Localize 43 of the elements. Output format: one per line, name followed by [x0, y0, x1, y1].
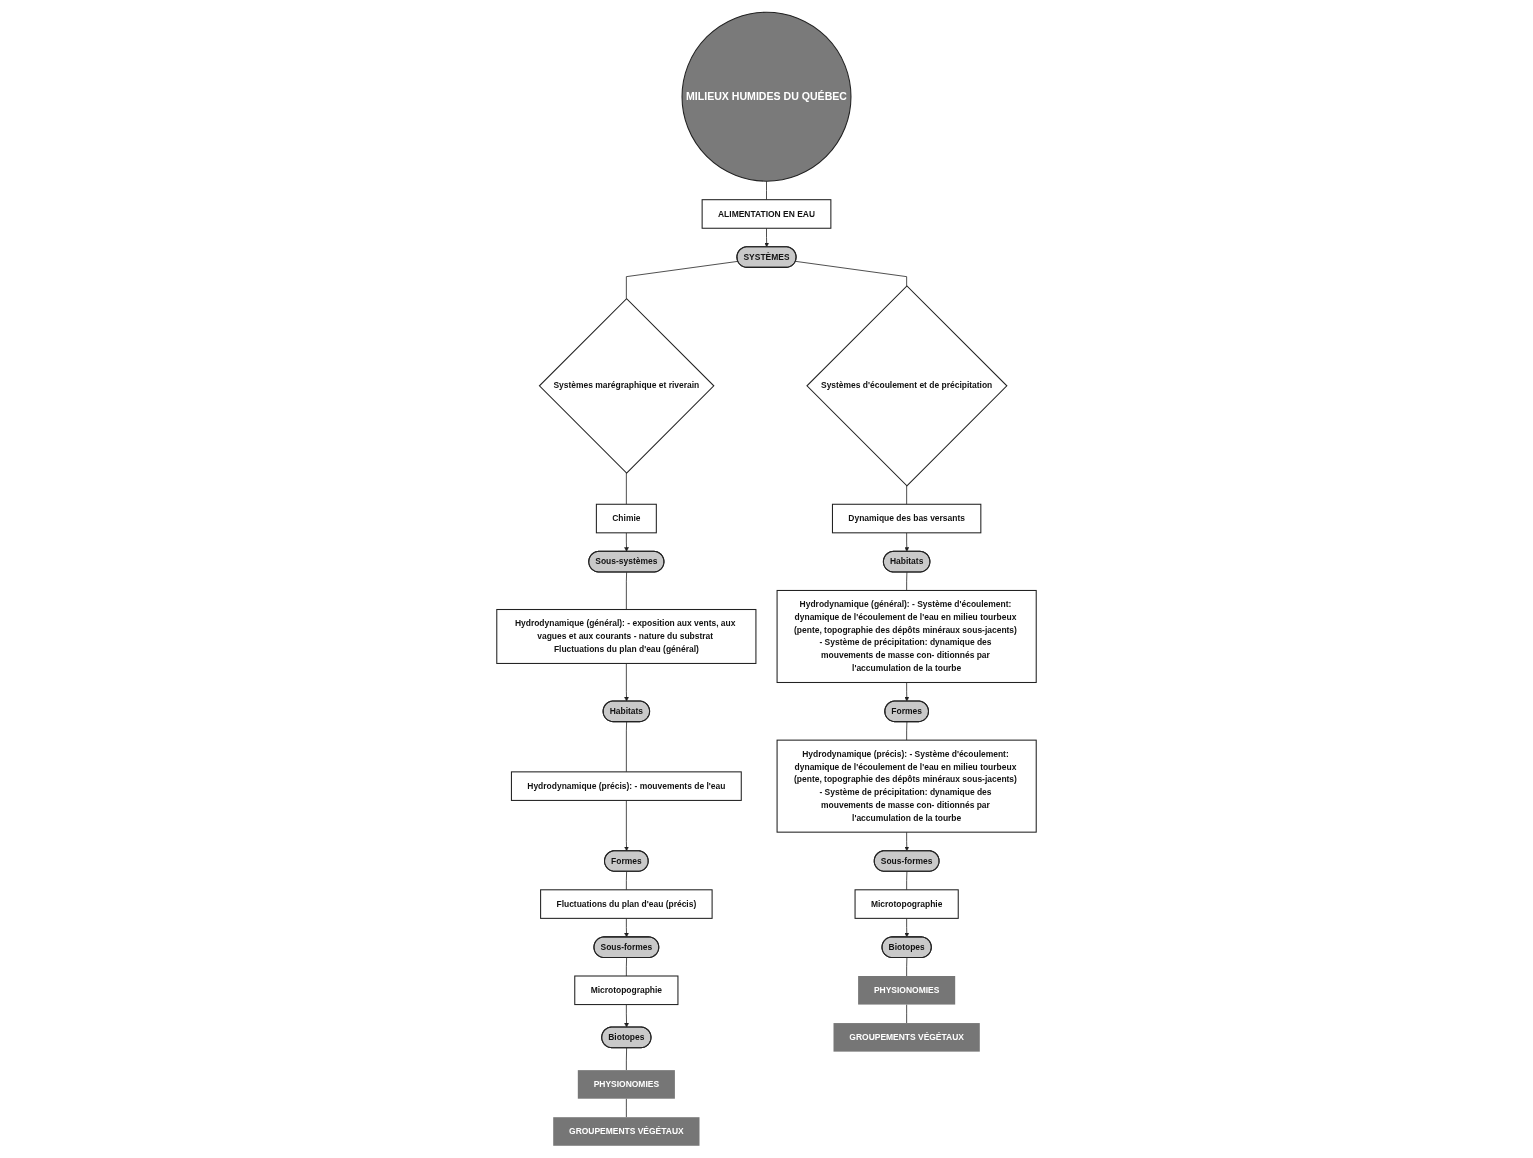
- criterion-box: Microtopographie: [574, 975, 679, 1006]
- connector-line: [625, 721, 627, 773]
- level-ellipse: Biotopes: [881, 936, 932, 959]
- level-ellipse: Formes: [884, 700, 929, 723]
- criterion-box: Hydrodynamique (précis): - mouvements de l'eau: [510, 771, 742, 801]
- text-label: GROUPEMENTS VÉGÉTAUX: [833, 1023, 980, 1052]
- connector-line: [906, 485, 908, 505]
- criterion-box: ALIMENTATION EN EAU: [701, 199, 832, 229]
- criterion-box: Hydrodynamique (précis): - Système d'écoulement: dynamique de l'écoulement de l'eau en milieu tourbeux (pente, topographie des dépôts minéraux sous-jacents) - Système de précipitation: dynamique des mouvements de masse con- ditionnés par l'accumulation de la tourbe: [776, 739, 1037, 833]
- connector-line: [795, 260, 908, 287]
- title-circle: MILIEUX HUMIDES DU QUÉBEC: [681, 11, 852, 182]
- level-ellipse: Formes: [604, 850, 649, 872]
- criterion-box: Dynamique des bas versants: [831, 503, 982, 534]
- connector-line: [906, 957, 908, 977]
- level-ellipse: Sous-formes: [873, 850, 940, 872]
- connector-line: [625, 260, 739, 300]
- level-ellipse: Sous-formes: [593, 936, 660, 959]
- level-ellipse: SYSTÈMES: [736, 246, 797, 268]
- level-ellipse: Sous-systèmes: [588, 550, 665, 573]
- connector-line: [766, 180, 767, 201]
- criterion-box: Hydrodynamique (général): - exposition aux vents, aux vagues et aux courants - nature du substrat Fluctuations du plan d'eau (général): [496, 609, 757, 664]
- text-label: PHYSIONOMIES: [577, 1070, 675, 1099]
- connector-line: [906, 721, 908, 741]
- criterion-box: Hydrodynamique (général): - Système d'écoulement: dynamique de l'écoulement de l'eau en milieu tourbeux (pente, topographie des dépôts minéraux sous-jacents) - Système de précipitation: dynamique des mouvements de masse con- ditionnés par l'accumulation de la tourbe: [776, 589, 1037, 683]
- connector-line: [906, 571, 908, 591]
- text-label: PHYSIONOMIES: [858, 976, 956, 1005]
- connector-line: [625, 571, 627, 610]
- level-ellipse: Habitats: [602, 700, 651, 723]
- connector-line: [625, 871, 627, 891]
- system-diamond: Systèmes d'écoulement et de précipitation: [806, 285, 1008, 487]
- connector-line: [625, 472, 627, 505]
- text-label: GROUPEMENTS VÉGÉTAUX: [553, 1117, 700, 1146]
- connector-line: [625, 1047, 627, 1071]
- criterion-box: Fluctuations du plan d'eau (précis): [540, 889, 713, 919]
- level-ellipse: Biotopes: [601, 1026, 652, 1049]
- connector-line: [625, 1098, 627, 1118]
- level-ellipse: Habitats: [882, 550, 931, 573]
- connector-line: [625, 957, 627, 977]
- criterion-box: Chimie: [595, 503, 657, 534]
- criterion-box: Microtopographie: [854, 889, 959, 919]
- system-diamond: Systèmes marégraphique et riverain: [538, 297, 715, 474]
- connector-line: [906, 1004, 908, 1024]
- connector-line: [906, 871, 908, 891]
